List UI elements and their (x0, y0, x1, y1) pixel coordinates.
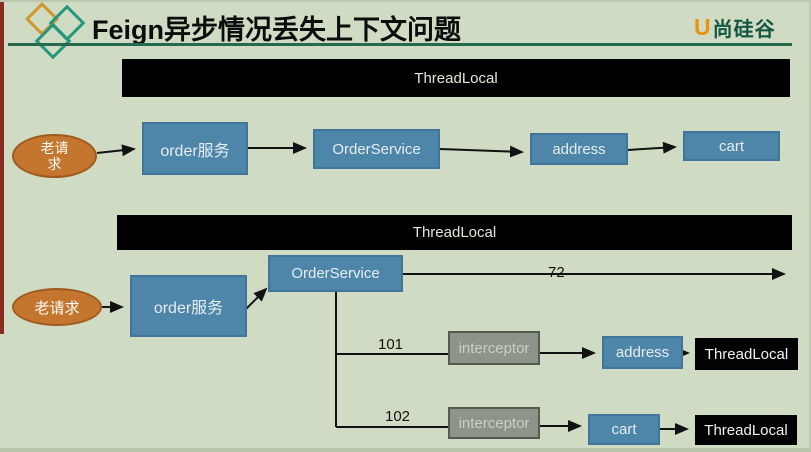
order-service-node: order服务 (142, 122, 248, 175)
order-service-node: order服务 (130, 275, 247, 337)
interceptor-node: interceptor (448, 331, 540, 365)
branch-thread-id-label: 102 (385, 408, 411, 425)
old-request-node: 老请求 (12, 288, 102, 326)
threadlocal-store-node: ThreadLocal (695, 338, 798, 370)
orderservice-class-node: OrderService (268, 255, 403, 292)
main-thread-id-label: 72 (548, 264, 565, 281)
interceptor-node: interceptor (448, 407, 540, 439)
cart-node: cart (683, 131, 780, 161)
cart-node: cart (588, 414, 660, 445)
address-node: address (530, 133, 628, 165)
title-underline (8, 43, 792, 46)
address-node: address (602, 336, 683, 369)
old-request-node: 老请求 (12, 134, 97, 178)
threadlocal-store-node: ThreadLocal (695, 415, 797, 445)
left-edge-strip (0, 2, 4, 334)
brand-logo: U 尚硅谷 (694, 13, 776, 42)
page-title: Feign异步情况丢失上下文问题 (92, 15, 461, 45)
branch-thread-id-label: 101 (378, 336, 404, 353)
threadlocal-bar-bottom: ThreadLocal (117, 215, 792, 250)
brand-name: 尚硅谷 (712, 19, 776, 41)
threadlocal-bar-top: ThreadLocal (122, 59, 790, 97)
orderservice-class-node: OrderService (313, 129, 440, 169)
old-request-label: 老请求 (40, 140, 69, 172)
brand-u-icon: U (694, 14, 711, 40)
